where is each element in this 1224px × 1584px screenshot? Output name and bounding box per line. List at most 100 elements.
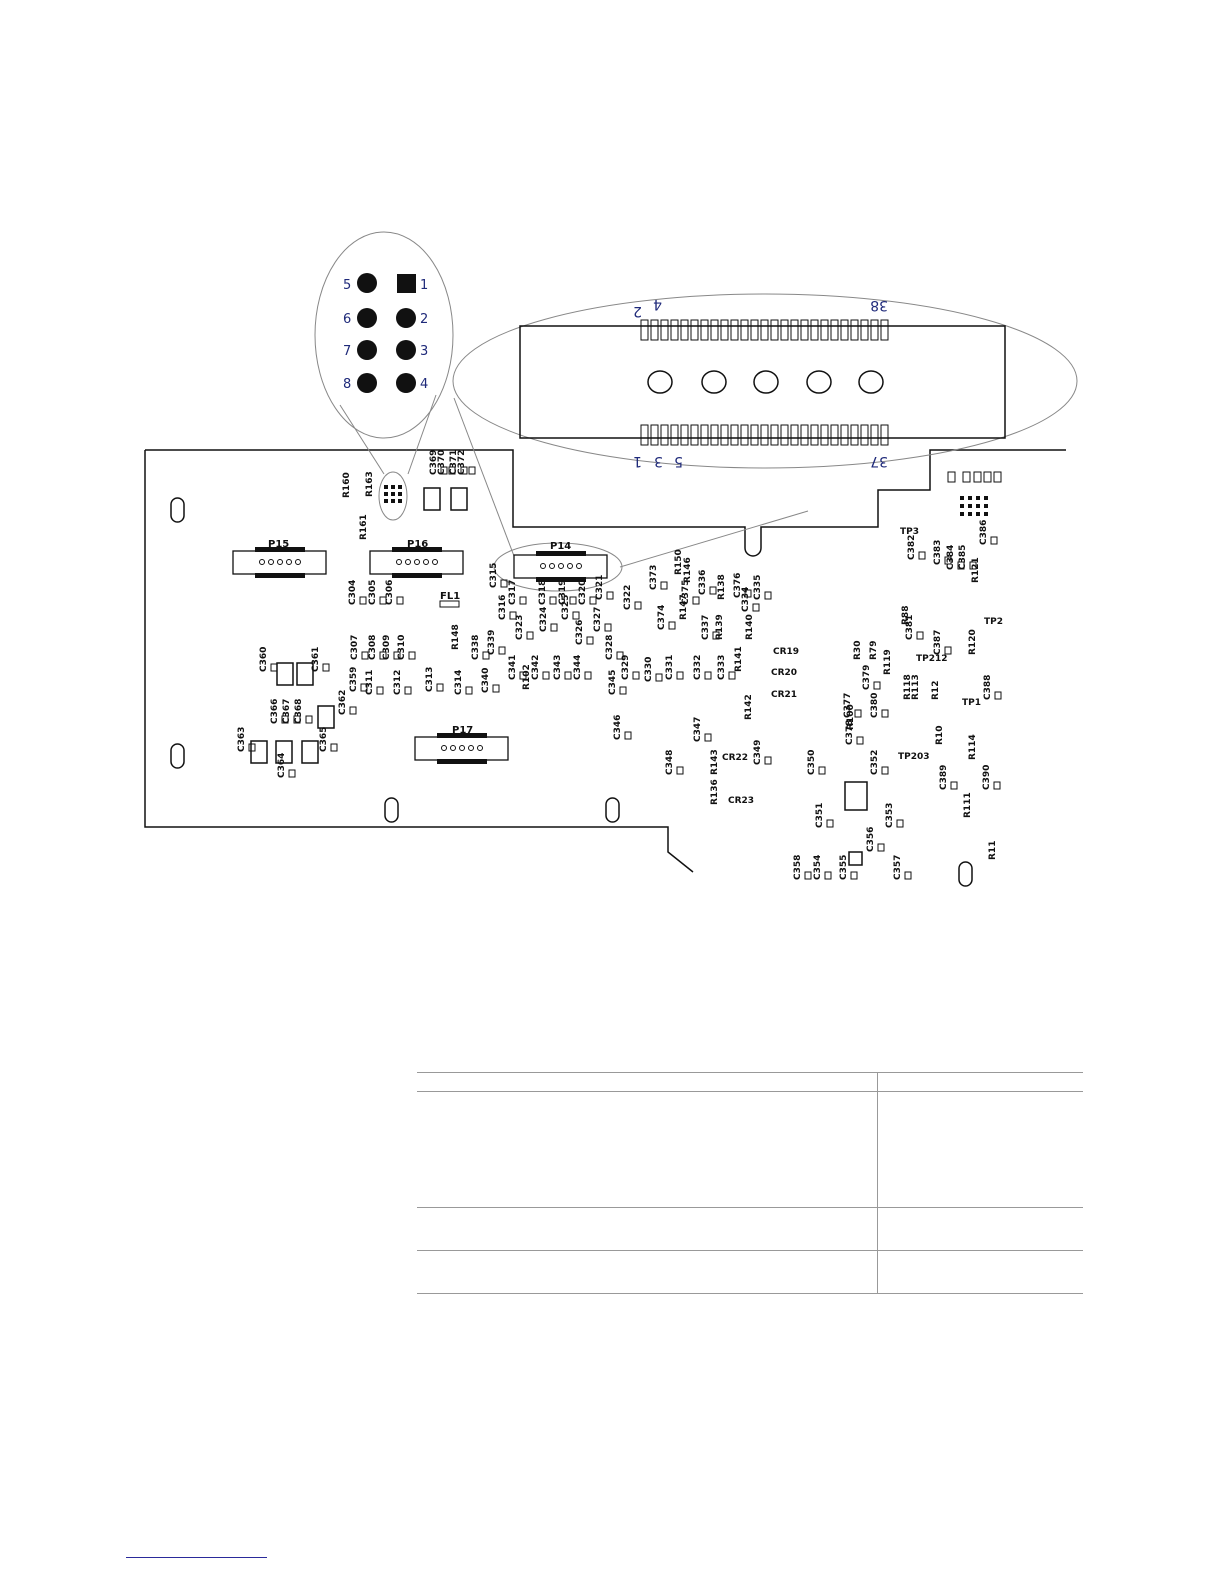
board-outline [145, 449, 1066, 557]
component-label: C317 [508, 580, 518, 605]
component-label: C331 [665, 655, 675, 680]
component-pad [549, 596, 557, 605]
component-pad [744, 589, 752, 598]
component-pad [606, 591, 614, 600]
resistor-label: R163 [365, 471, 375, 497]
svg-text:P16: P16 [407, 539, 428, 550]
connector-pin [259, 559, 265, 565]
edge-pin [740, 319, 749, 341]
resistor-label: R141 [734, 646, 744, 672]
component-label: C304 [348, 580, 358, 605]
edge-pin [810, 424, 819, 446]
pin-label-5: 5 [343, 278, 351, 293]
pin-pad [357, 308, 377, 328]
table-column-divider [877, 1072, 878, 1293]
component-label: C359 [349, 667, 359, 692]
component-label: C334 [741, 587, 751, 612]
connector-pin [540, 563, 546, 569]
edge-pin [810, 319, 819, 341]
connector-hole [701, 370, 727, 394]
component-label: C345 [608, 670, 618, 695]
component-pad [709, 586, 717, 595]
component-label: C348 [665, 750, 675, 775]
component-label: C332 [693, 655, 703, 680]
component-pad [460, 466, 468, 475]
component-label: C366 [270, 699, 280, 724]
connector-p14: P14 [513, 541, 608, 582]
component-pad [248, 743, 256, 752]
edge-pin [690, 319, 699, 341]
component-pad [465, 686, 473, 695]
edge-pin [640, 424, 649, 446]
component-pad [448, 466, 456, 475]
component-label: C351 [815, 803, 825, 828]
connector-pin [414, 559, 420, 565]
component-label: C362 [338, 690, 348, 715]
test-points: TP3 TP2 TP212 TP1 TP203 [898, 527, 1003, 762]
connector-label-2: 2 [633, 303, 642, 319]
component-label: C347 [693, 717, 703, 742]
component-pad [655, 673, 663, 682]
board-outline-bottom [144, 450, 694, 873]
edge-pin [770, 319, 779, 341]
connector-pin [423, 559, 429, 565]
svg-text:P14: P14 [550, 541, 571, 552]
connector-pin [549, 563, 555, 569]
mounting-slot [958, 861, 973, 887]
edge-pin [680, 319, 689, 341]
component-pad [509, 611, 517, 620]
component-label: C320 [578, 580, 588, 605]
pin-label-6: 6 [343, 312, 351, 327]
connector-pin [468, 745, 474, 751]
svg-text:CR22: CR22 [722, 753, 748, 763]
component-pad [896, 819, 904, 828]
component-label: C325 [561, 595, 571, 620]
component-pad [330, 743, 338, 752]
component-pad [550, 623, 558, 632]
svg-text:TP3: TP3 [900, 527, 919, 537]
resistor-label: R114 [968, 734, 978, 760]
component-label: C384 [946, 545, 956, 570]
component-pad [704, 671, 712, 680]
component-label: C376 [733, 573, 743, 598]
component-label: C330 [644, 657, 654, 682]
component-label: C374 [657, 605, 667, 630]
edge-pin [680, 424, 689, 446]
component-label: C340 [481, 668, 491, 693]
component-pad [376, 686, 384, 695]
edge-pin [760, 319, 769, 341]
edge-pin [730, 424, 739, 446]
resistor-label: R113 [911, 674, 921, 700]
pin-label-2: 2 [420, 312, 428, 327]
edge-pin [720, 424, 729, 446]
connector-label-4: 4 [653, 296, 662, 312]
resistor-label: R147 [679, 594, 689, 620]
pin-pad [357, 373, 377, 393]
large-components [250, 487, 868, 866]
component-pad [826, 819, 834, 828]
component-pad [993, 781, 1001, 790]
edge-pin [650, 319, 659, 341]
component-label: C381 [905, 615, 915, 640]
edge-connector-top-pins [640, 319, 889, 341]
connector-pin [558, 563, 564, 569]
component-pad [360, 683, 368, 692]
resistor-label: R142 [744, 694, 754, 720]
edge-pin [770, 424, 779, 446]
component-label: C386 [979, 520, 989, 545]
edge-pin [840, 424, 849, 446]
edge-pin [650, 424, 659, 446]
component-label: C341 [508, 655, 518, 680]
component-label: C329 [621, 655, 631, 680]
component-label: C310 [397, 635, 407, 660]
edge-connector-callout: 2 4 38 1 3 5 37 [452, 293, 1078, 568]
component-pad [752, 603, 760, 612]
pin-pad [396, 308, 416, 328]
component-pad [542, 671, 550, 680]
resistor-label: R102 [522, 664, 532, 690]
component-label: C333 [717, 655, 727, 680]
footnote-rule [126, 1557, 267, 1558]
connector-p16: P16 [369, 539, 464, 578]
component-label: C335 [753, 575, 763, 600]
component-pad [519, 596, 527, 605]
